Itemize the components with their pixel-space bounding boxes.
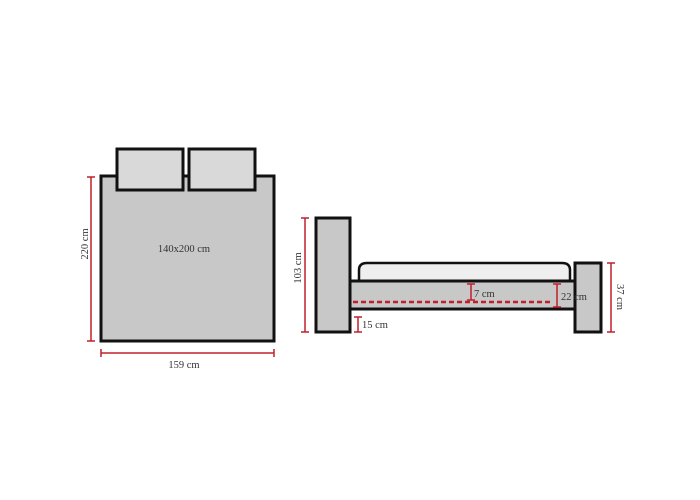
headboard bbox=[314, 216, 352, 334]
width-dimension-line bbox=[100, 349, 275, 357]
pillow-right bbox=[187, 147, 257, 192]
bed-frame-side bbox=[348, 279, 577, 311]
frame-height-dimension-line bbox=[553, 283, 561, 308]
frame-height-label: 22 cm bbox=[561, 292, 587, 303]
width-label: 159 cm bbox=[168, 360, 199, 371]
bed-top-outline bbox=[99, 174, 276, 343]
headboard-height-label: 103 cm bbox=[293, 252, 304, 283]
mattress-side bbox=[357, 261, 572, 283]
length-label: 220 cm bbox=[80, 228, 91, 259]
footboard-dimension-line bbox=[607, 262, 615, 333]
footboard-height-label: 37 cm bbox=[614, 284, 625, 310]
recess-label: 7 cm bbox=[474, 289, 495, 300]
clearance-label: 15 cm bbox=[362, 320, 388, 331]
length-dimension-line bbox=[87, 176, 95, 342]
top-view: 140x200 cm 220 cm 159 cm bbox=[80, 147, 276, 371]
clearance-dimension-line bbox=[354, 316, 362, 333]
side-view: 103 cm 37 cm 7 cm 22 cm 15 cm bbox=[293, 216, 625, 334]
pillow-left bbox=[115, 147, 185, 192]
headboard-dimension-line bbox=[301, 217, 309, 333]
mattress-size-label: 140x200 cm bbox=[158, 244, 210, 255]
recess-dimension-line bbox=[467, 283, 475, 301]
footboard bbox=[573, 261, 603, 334]
